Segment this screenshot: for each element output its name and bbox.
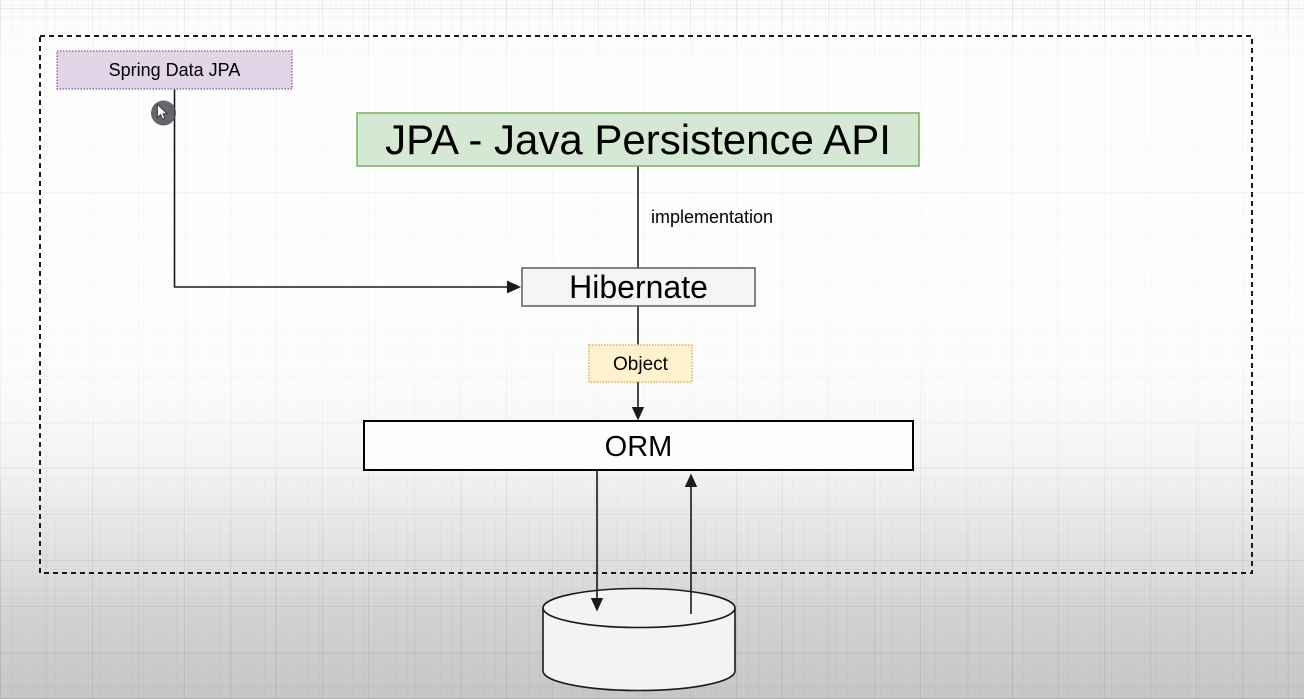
node-label: ORM [605,431,673,463]
cylinder-top[interactable] [542,587,736,629]
cylinder-body[interactable] [542,608,736,692]
edge-orm-to-database[interactable] [590,470,604,612]
arrowhead-down [631,407,645,421]
edge-spring-to-hibernate[interactable] [173,89,522,294]
node-hibernate[interactable]: Hibernate [521,267,756,307]
diagram-boundary[interactable] [39,35,1253,574]
edge-label-implementation: implementation [651,207,773,227]
node-box[interactable] [363,420,914,471]
node-box[interactable] [588,344,693,383]
node-label: Spring Data JPA [109,60,241,80]
node-box[interactable] [356,112,920,167]
node-object[interactable]: Object [588,344,693,383]
edge-database-to-orm[interactable] [684,473,698,615]
edge-jpa-to-hibernate[interactable]: implementation [637,166,773,268]
mouse-pointer-icon [157,103,169,120]
node-database-cylinder[interactable] [542,587,736,692]
node-jpa[interactable]: JPA - Java Persistence API [356,112,920,167]
node-box[interactable] [56,50,293,90]
arrowhead-down [590,598,604,612]
node-label: JPA - Java Persistence API [385,116,891,163]
node-label: Object [613,354,669,375]
node-label: Hibernate [569,269,708,305]
arrowhead-right [507,280,521,294]
arrowhead-up [684,473,698,487]
edge-line[interactable] [173,89,510,288]
node-orm[interactable]: ORM [363,420,914,471]
node-spring-data-jpa[interactable]: Spring Data JPA [56,50,293,90]
mouse-cursor [151,100,176,126]
node-box[interactable] [521,267,756,307]
